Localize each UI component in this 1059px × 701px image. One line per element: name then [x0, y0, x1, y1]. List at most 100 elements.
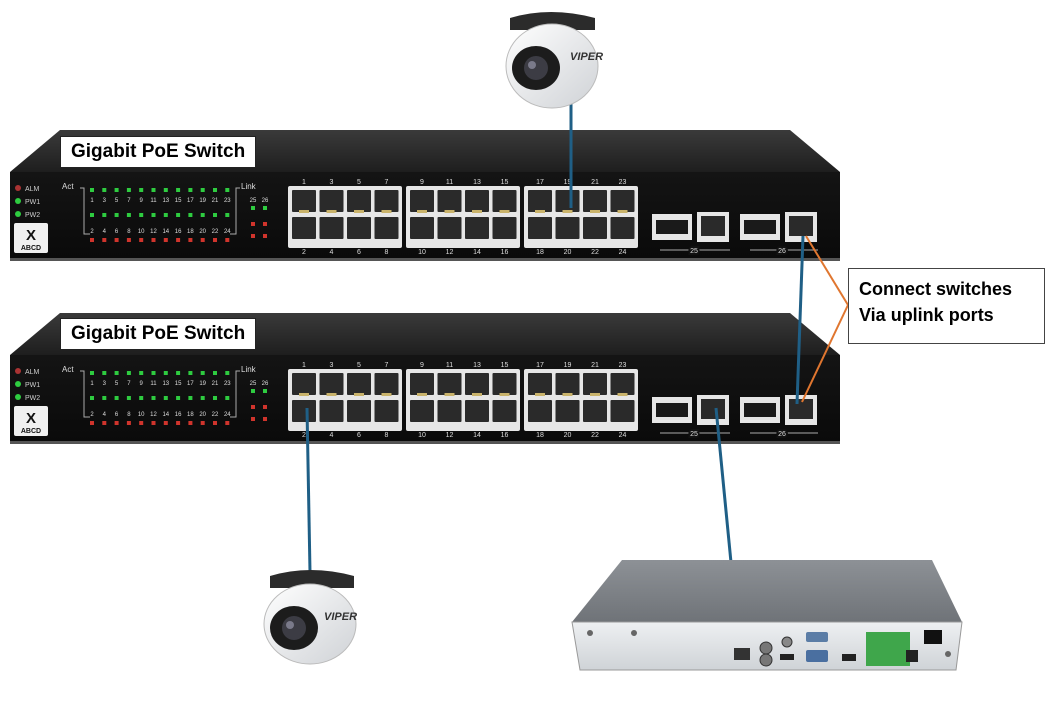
led-number: 23: [224, 381, 231, 387]
rj45-port: [292, 400, 316, 422]
led-number: 9: [140, 198, 144, 204]
led-number: 5: [115, 198, 119, 204]
sfp-port-25-slot: [656, 220, 688, 234]
act-bracket: [80, 187, 90, 235]
port-latch: [535, 210, 545, 213]
act-led: [200, 188, 205, 192]
port-latch: [499, 393, 510, 396]
led-number: 4: [103, 229, 107, 235]
port-number: 16: [501, 432, 509, 439]
link-led: [251, 417, 255, 421]
link-label: Link: [241, 365, 257, 374]
poe-led: [102, 238, 107, 242]
port-number: 9: [420, 362, 424, 369]
port-number: 4: [330, 432, 334, 439]
rj45-port: [583, 190, 607, 212]
led-number: 18: [187, 412, 194, 418]
rj45-port: [374, 217, 399, 239]
act-led: [213, 188, 217, 192]
port-latch: [472, 210, 482, 213]
port-latch: [326, 393, 337, 396]
uplink-callout: Connect switches Via uplink ports: [848, 268, 1045, 344]
port-number: 10: [418, 249, 426, 256]
rj45-port: [374, 190, 399, 212]
nvr-bnc-1: [759, 641, 773, 655]
port-number: 10: [418, 432, 426, 439]
link-bracket: [230, 187, 240, 235]
led-number: 22: [212, 412, 219, 418]
rj45-port: [437, 400, 462, 422]
indicator-led-alm: [15, 185, 21, 191]
link-led: [251, 389, 255, 393]
link-led: [251, 405, 255, 409]
port-number: 7: [385, 179, 389, 186]
link-led: [263, 417, 267, 421]
act-led: [176, 371, 181, 375]
switch-1-label: Gigabit PoE Switch: [60, 136, 257, 168]
indicator-label-pw2: PW2: [25, 212, 40, 219]
act-led: [139, 396, 144, 400]
port-number: 1: [302, 179, 306, 186]
act-led: [151, 396, 156, 400]
rj45-port: [319, 373, 344, 395]
brand-logo-text: ABCD: [21, 428, 41, 435]
uplink-label-26: 26: [778, 431, 786, 438]
led-number: 19: [199, 198, 206, 204]
act-led: [90, 396, 94, 400]
poe-led: [114, 238, 119, 242]
act-led: [188, 213, 193, 217]
nvr-ethernet-port: [734, 648, 750, 660]
led-number: 10: [138, 229, 145, 235]
rj45-port: [528, 400, 552, 422]
link-number: 25: [250, 381, 257, 387]
port-latch: [381, 210, 392, 213]
led-number: 4: [103, 412, 107, 418]
poe-led: [90, 421, 94, 425]
nvr-vga-port: [806, 650, 828, 662]
led-number: 24: [224, 229, 231, 235]
callout-line-top: [805, 235, 849, 306]
act-led: [114, 396, 119, 400]
poe-led: [188, 421, 193, 425]
act-led: [163, 213, 168, 217]
indicator-label-alm: ALM: [25, 369, 40, 376]
port-block: [524, 186, 638, 248]
brand-logo-text: ABCD: [21, 245, 41, 252]
port-latch: [299, 393, 309, 396]
camera-2-cable: [305, 407, 312, 573]
link-led: [263, 206, 267, 210]
port-number: 1: [302, 362, 306, 369]
poe-led: [151, 238, 156, 242]
port-block: [288, 369, 402, 431]
rj45-port: [374, 373, 399, 395]
port-number: 4: [330, 249, 334, 256]
led-number: 12: [150, 229, 157, 235]
led-number: 15: [175, 381, 182, 387]
port-number: 17: [536, 179, 544, 186]
uplink-port-26-jack: [789, 216, 813, 236]
rj45-port: [555, 373, 580, 395]
port-number: 2: [302, 432, 306, 439]
act-led: [163, 188, 168, 192]
rj45-port: [465, 400, 489, 422]
act-led: [102, 396, 107, 400]
nvr-usb-port: [780, 654, 794, 660]
poe-led: [139, 238, 144, 242]
rj45-port: [437, 190, 462, 212]
port-block: [288, 186, 402, 248]
sfp-port-26-slot: [744, 403, 776, 417]
link-number: 25: [250, 198, 257, 204]
brand-logo-letter: X: [26, 410, 36, 427]
callout-line-bottom: [801, 304, 849, 403]
port-number: 17: [536, 362, 544, 369]
act-led: [151, 213, 156, 217]
act-led: [225, 371, 230, 375]
port-latch: [354, 210, 364, 213]
led-number: 14: [162, 412, 169, 418]
port-latch: [417, 393, 427, 396]
poe-led: [163, 238, 168, 242]
poe-led: [163, 421, 168, 425]
led-number: 10: [138, 412, 145, 418]
